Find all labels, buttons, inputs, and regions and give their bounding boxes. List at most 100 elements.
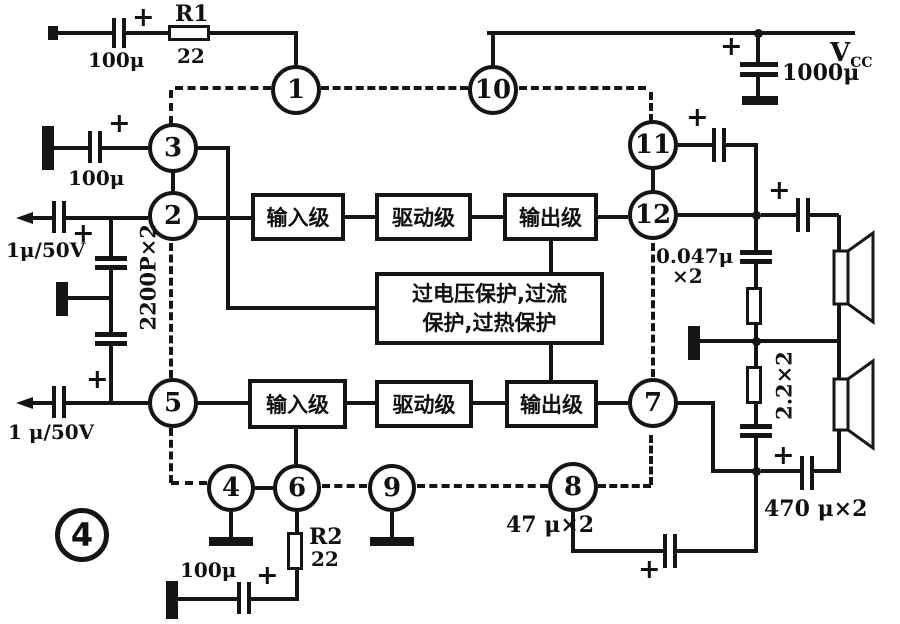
cap-label-100u-top: 100μ — [88, 48, 145, 72]
wire — [678, 401, 715, 405]
wire — [678, 143, 712, 147]
wire — [66, 401, 148, 405]
wire — [678, 213, 758, 217]
wire — [295, 570, 299, 601]
wire — [754, 404, 758, 424]
polarity-plus: + — [638, 554, 661, 585]
wire — [571, 549, 663, 553]
wire — [837, 304, 841, 343]
wire — [472, 215, 503, 219]
capacitor-plate — [663, 534, 667, 568]
wire — [229, 512, 233, 537]
polarity-plus: + — [772, 440, 795, 471]
resistor-zobel-top — [746, 287, 762, 325]
capacitor-plate — [95, 332, 127, 337]
capacitor-plate — [712, 128, 716, 162]
wire — [294, 429, 298, 464]
ic-boundary-dash — [322, 484, 367, 488]
wire — [761, 469, 800, 473]
wire — [837, 430, 841, 473]
wire — [810, 213, 839, 217]
ic-boundary-dash — [171, 481, 207, 485]
wire — [198, 146, 230, 150]
wire — [171, 172, 175, 192]
capacitor-plate — [740, 62, 778, 67]
r1-label: R1 — [175, 1, 209, 27]
capacitor-plate — [52, 386, 56, 418]
wire — [756, 77, 760, 96]
wire — [345, 215, 375, 219]
wire — [756, 33, 760, 62]
wire — [571, 512, 575, 553]
wire — [198, 401, 248, 405]
wire — [226, 146, 230, 310]
pin-circle-6: 6 — [273, 464, 321, 512]
wire — [814, 469, 839, 473]
wire — [754, 325, 758, 343]
cap-label-47u: 47 μ×2 — [506, 512, 595, 538]
polarity-plus: + — [768, 175, 791, 206]
protection-line2: 保护,过热保护 — [422, 310, 557, 335]
polarity-plus: + — [686, 102, 709, 133]
pin-circle-9: 9 — [368, 464, 416, 512]
speaker-bottom — [831, 358, 877, 452]
capacitor-plate — [98, 131, 102, 163]
protection-box: 过电压保护,过流 保护,过热保护 — [375, 272, 604, 345]
capacitor-plate — [62, 201, 66, 233]
pin-circle-8: 8 — [548, 462, 598, 512]
protection-line1: 过电压保护,过流 — [412, 282, 567, 307]
wire — [549, 345, 553, 380]
capacitor-plate — [237, 582, 241, 614]
wire — [837, 215, 841, 250]
ic-boundary-dash — [519, 86, 646, 90]
wire — [109, 218, 113, 256]
cap-label-100u-bottom: 100μ — [180, 558, 237, 582]
wire — [677, 549, 758, 553]
wire — [210, 31, 298, 35]
cap-label-1000u: 1000μ — [782, 60, 860, 86]
polarity-plus: + — [132, 2, 155, 33]
wire — [68, 296, 109, 300]
capacitor-plate — [740, 424, 772, 429]
wire — [754, 438, 758, 473]
capacitor-plate — [95, 265, 127, 270]
wire — [55, 31, 112, 35]
capacitor-plate — [52, 201, 56, 233]
wire — [761, 213, 796, 217]
cap-label-0047u: 0.047μ — [656, 244, 734, 268]
polarity-plus: + — [72, 218, 95, 249]
cap-label-100u-pin3: 100μ — [68, 166, 125, 190]
cap-label-470u: 470 μ×2 — [764, 496, 868, 522]
capacitor-plate — [88, 131, 92, 163]
wire — [66, 216, 148, 220]
vcc-rail — [487, 31, 855, 35]
terminal-stub — [48, 26, 58, 40]
figure-number: 4 — [70, 516, 94, 554]
wire — [726, 143, 758, 147]
pin-circle-3: 3 — [148, 123, 198, 173]
ground-symbol — [742, 96, 778, 105]
wire — [255, 486, 273, 490]
capacitor-plate — [740, 250, 772, 255]
polarity-plus: + — [256, 560, 279, 591]
capacitor-plate — [740, 259, 772, 264]
pin-circle-4: 4 — [207, 464, 255, 512]
pin-circle-2: 2 — [148, 191, 198, 241]
input-arrow-bottom — [16, 397, 33, 409]
wire — [30, 216, 52, 220]
wire — [651, 169, 655, 191]
wire — [102, 146, 148, 150]
wire — [226, 306, 375, 310]
junction-dot — [752, 337, 761, 346]
polarity-plus: + — [108, 108, 131, 139]
wire — [198, 216, 251, 220]
speaker-top — [831, 230, 877, 326]
wire — [126, 31, 168, 35]
capacitor-plate — [673, 534, 677, 568]
wire — [700, 339, 841, 343]
wire — [295, 512, 299, 532]
wire — [109, 270, 113, 298]
pin-circle-5: 5 — [148, 378, 198, 428]
ground-symbol — [209, 537, 253, 546]
